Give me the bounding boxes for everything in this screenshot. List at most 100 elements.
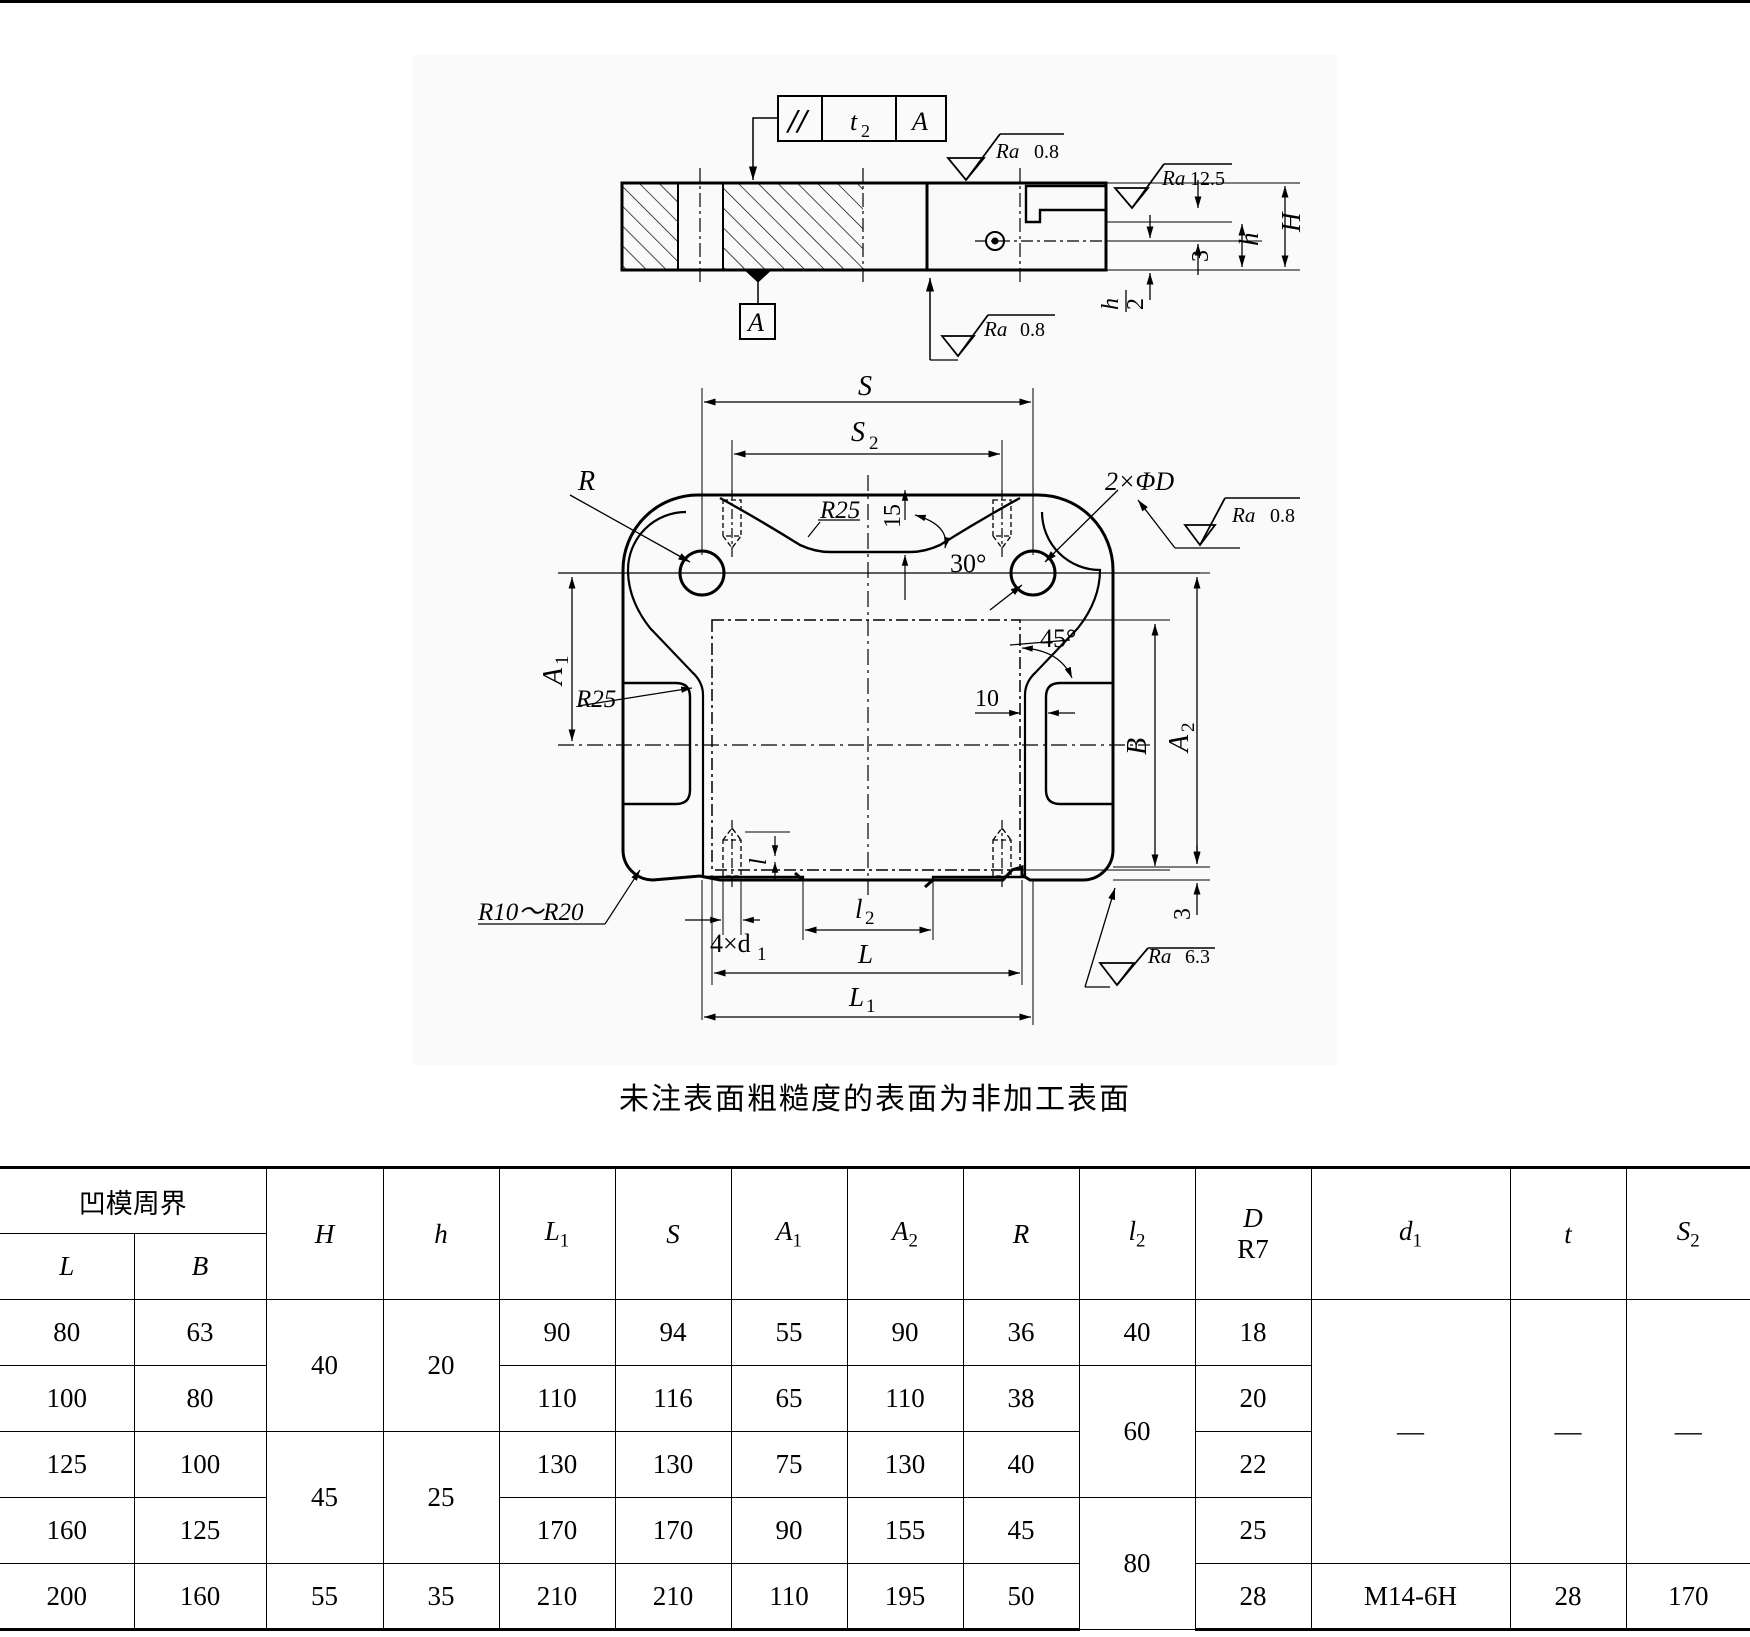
dim-h-half-num: h bbox=[1098, 298, 1124, 310]
dim-R25-top: R25 bbox=[819, 497, 860, 524]
cell-H: 55 bbox=[265, 1563, 384, 1631]
cell-L: 80 bbox=[0, 1299, 135, 1366]
dim-3-bottom: 3 bbox=[1170, 908, 1196, 920]
ra-label-1: Ra bbox=[995, 139, 1019, 163]
dim-S2: S bbox=[851, 417, 865, 448]
ra-value-5: 6.3 bbox=[1185, 946, 1210, 968]
cell-H: 40 bbox=[265, 1299, 384, 1432]
dim-L: L bbox=[857, 939, 873, 969]
header-A1: A1 bbox=[730, 1166, 848, 1300]
header-S: S bbox=[614, 1166, 732, 1300]
dim-L1: L bbox=[848, 982, 864, 1012]
cell-l2: 80 bbox=[1078, 1497, 1196, 1630]
dim-15: 15 bbox=[880, 504, 906, 528]
header-h: h bbox=[382, 1166, 500, 1300]
ra-value-4: 0.8 bbox=[1270, 505, 1295, 527]
cell-R: 45 bbox=[962, 1497, 1080, 1564]
dim-R10-R20: R10～R20 bbox=[477, 899, 584, 926]
cell-R: 36 bbox=[962, 1299, 1080, 1366]
datum-ref-a: A bbox=[910, 107, 928, 136]
dim-H: H bbox=[1276, 211, 1306, 233]
cell-A2: 155 bbox=[846, 1497, 964, 1564]
dim-B: B bbox=[1122, 738, 1153, 755]
cell-B: 100 bbox=[133, 1431, 267, 1498]
dim-l2: l bbox=[855, 894, 863, 924]
cell-h: 35 bbox=[382, 1563, 500, 1631]
cell-A1: 55 bbox=[730, 1299, 848, 1366]
table-row: 100 80 110 116 65 110 38 60 20 bbox=[0, 1365, 1750, 1498]
dim-A2: A bbox=[1164, 734, 1195, 754]
dim-2xD: 2×ΦD bbox=[1105, 467, 1174, 496]
cell-d1: M14-6H bbox=[1310, 1563, 1511, 1631]
cell-A2: 110 bbox=[846, 1365, 964, 1432]
cell-L: 200 bbox=[0, 1563, 135, 1631]
plan-view bbox=[478, 388, 1300, 1025]
ra-label-3: Ra bbox=[983, 317, 1007, 341]
cell-H: 45 bbox=[265, 1431, 384, 1564]
cell-S: 130 bbox=[614, 1431, 732, 1498]
cell-t: 28 bbox=[1509, 1563, 1627, 1631]
cell-B: 125 bbox=[133, 1497, 267, 1564]
header-l2: l2 bbox=[1078, 1166, 1196, 1300]
dim-l: l bbox=[746, 858, 772, 865]
drawing-area bbox=[412, 55, 1337, 1065]
table-row: 200 160 55 35 210 210 110 195 50 28 M14-… bbox=[0, 1563, 1750, 1631]
cell-L: 100 bbox=[0, 1365, 135, 1432]
dim-3-top: 3 bbox=[1188, 250, 1214, 262]
cell-D: 20 bbox=[1194, 1365, 1311, 1432]
dim-l2-sub: 2 bbox=[865, 908, 875, 929]
cell-S: 210 bbox=[614, 1563, 732, 1631]
cell-L1: 110 bbox=[498, 1365, 616, 1432]
cell-R: 38 bbox=[962, 1365, 1080, 1432]
table-row: 80 63 40 20 90 94 55 90 36 40 18 — — — bbox=[0, 1299, 1750, 1564]
dim-L1-sub: 1 bbox=[866, 996, 876, 1017]
dim-45deg: 45° bbox=[1040, 624, 1076, 653]
dim-R25-left: R25 bbox=[575, 686, 616, 713]
cell-A1: 110 bbox=[730, 1563, 848, 1631]
cell-L1: 170 bbox=[498, 1497, 616, 1564]
dim-A1: A bbox=[538, 667, 569, 687]
cell-L1: 210 bbox=[498, 1563, 616, 1631]
cell-L1: 130 bbox=[498, 1431, 616, 1498]
technical-drawing: // t 2 A A Ra 0.8 Ra 12.5 Ra 0.8 H h 3 h… bbox=[412, 55, 1337, 1065]
dim-h-half-den: 2 bbox=[1123, 298, 1149, 310]
cell-B: 80 bbox=[133, 1365, 267, 1432]
ra-value-1: 0.8 bbox=[1034, 141, 1059, 163]
header-A2: A2 bbox=[846, 1166, 964, 1300]
header-B: B bbox=[133, 1233, 266, 1300]
cell-D: 22 bbox=[1194, 1431, 1311, 1498]
datum-a-label: A bbox=[746, 308, 764, 337]
header-L1: L1 bbox=[498, 1166, 616, 1300]
tolerance-t: t bbox=[850, 107, 858, 136]
table-subheader-row: L B bbox=[0, 1233, 1750, 1300]
cell-R: 40 bbox=[962, 1431, 1080, 1498]
cell-A1: 65 bbox=[730, 1365, 848, 1432]
cell-R: 50 bbox=[962, 1563, 1080, 1631]
side-view bbox=[620, 95, 1300, 361]
table-row: 125 100 45 25 130 130 75 130 40 22 bbox=[0, 1431, 1750, 1564]
tolerance-sub: 2 bbox=[861, 121, 870, 141]
dim-S2-sub: 2 bbox=[869, 433, 879, 454]
cell-L1: 90 bbox=[498, 1299, 616, 1366]
ra-value-3: 0.8 bbox=[1020, 319, 1045, 341]
cell-A2: 195 bbox=[846, 1563, 964, 1631]
dim-R: R bbox=[577, 466, 595, 497]
ra-value-2: 12.5 bbox=[1190, 168, 1225, 190]
cell-A1: 90 bbox=[730, 1497, 848, 1564]
cell-l2: 40 bbox=[1078, 1299, 1196, 1366]
dim-4xd1: 4×d bbox=[710, 929, 751, 958]
section-hatch-left bbox=[622, 183, 678, 270]
header-S2: S2 bbox=[1625, 1166, 1750, 1300]
dim-h: h bbox=[1234, 233, 1264, 247]
cell-S: 116 bbox=[614, 1365, 732, 1432]
header-t: t bbox=[1509, 1166, 1627, 1300]
ra-label-4: Ra bbox=[1231, 503, 1255, 527]
cell-A1: 75 bbox=[730, 1431, 848, 1498]
plan-view-labels: S S 2 R R25 15 30° 2×ΦD Ra 0.8 A 1 45° R… bbox=[477, 371, 1295, 1017]
plan-outline bbox=[621, 493, 1115, 889]
cell-S: 170 bbox=[614, 1497, 732, 1564]
cell-t: — bbox=[1509, 1299, 1627, 1564]
cell-L: 125 bbox=[0, 1431, 135, 1498]
